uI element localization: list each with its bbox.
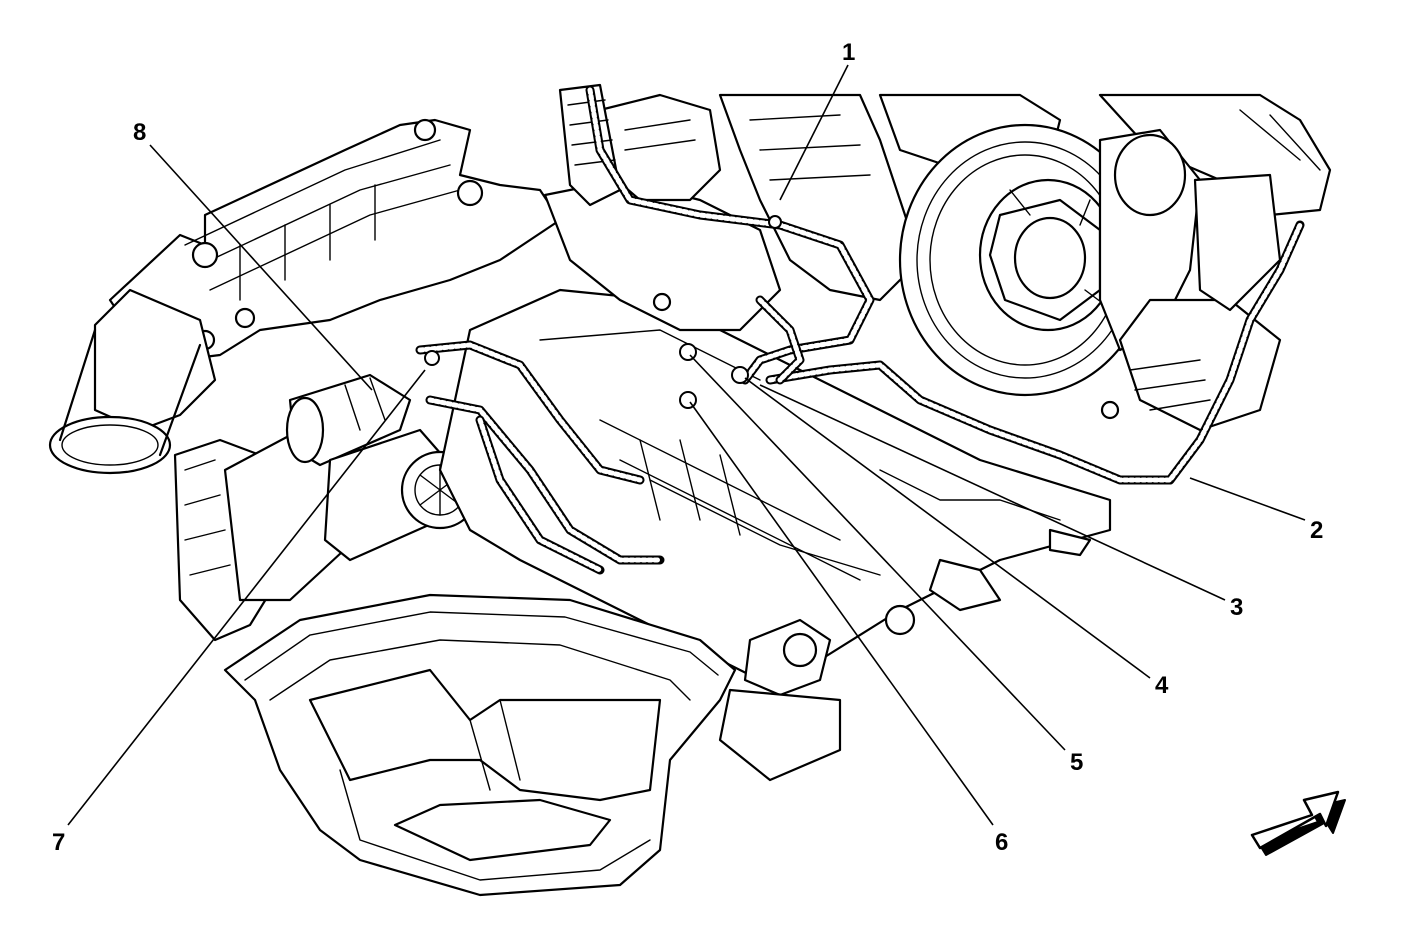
upper-right-block <box>718 93 1332 302</box>
left-cylinder-block <box>173 428 362 642</box>
callout-1: 1 <box>842 39 855 66</box>
oil-pan <box>223 593 737 897</box>
callout-3: 3 <box>1230 594 1243 621</box>
oil-drain-plug <box>718 618 842 782</box>
leader-1 <box>779 64 849 201</box>
starter-motor <box>285 373 480 562</box>
engine-artwork <box>48 83 1332 897</box>
idler-pulley <box>1098 128 1282 432</box>
leader-lines <box>67 64 1306 826</box>
leader-5 <box>689 354 1066 751</box>
leader-2 <box>1189 477 1306 521</box>
callout-8: 8 <box>133 119 146 146</box>
callout-7: 7 <box>52 829 65 856</box>
crankcase <box>438 288 1112 682</box>
leader-4 <box>744 377 1151 679</box>
wiring-harness <box>415 85 1305 575</box>
leader-7 <box>67 369 426 826</box>
callout-4: 4 <box>1155 672 1169 699</box>
callout-2: 2 <box>1310 517 1323 544</box>
leader-3 <box>759 384 1226 601</box>
forward-arrow-icon <box>1250 790 1346 856</box>
callout-5: 5 <box>1070 749 1083 776</box>
leader-8 <box>149 144 373 391</box>
leader-6 <box>689 401 994 826</box>
callout-labels: 1 2 3 4 5 6 7 8 <box>52 39 1323 856</box>
crankshaft-pulley <box>898 123 1152 397</box>
intake-manifold <box>108 118 562 362</box>
callout-6: 6 <box>995 829 1008 856</box>
intake-tube <box>48 288 217 475</box>
